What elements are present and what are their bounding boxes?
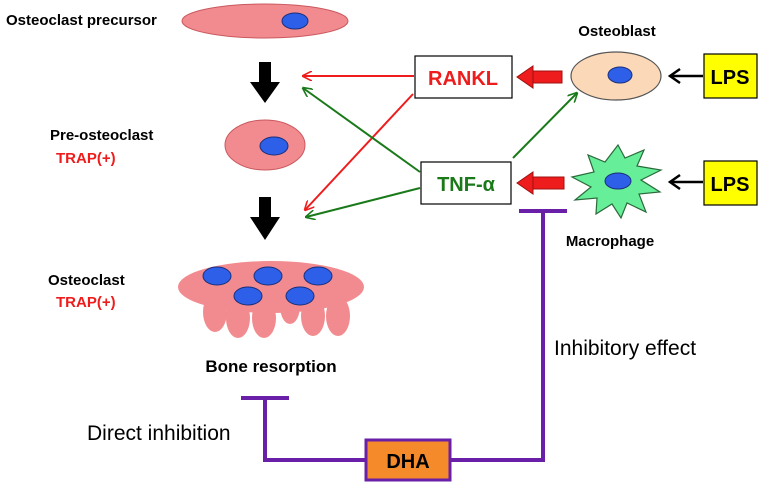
rankl-box: RANKL xyxy=(414,55,513,99)
osteoclast-cell xyxy=(178,261,364,338)
dha-label: DHA xyxy=(386,451,429,473)
tnf-alpha-arrows xyxy=(303,88,577,217)
lps-to-macrophage-arrow xyxy=(667,173,703,191)
lps-to-osteoblast-arrow xyxy=(667,67,703,85)
rankl-label: RANKL xyxy=(428,68,498,90)
macrophage-to-tnf-arrow xyxy=(516,171,565,195)
lps-top-label: LPS xyxy=(711,67,750,89)
direct-inhibition-label: Direct inhibition xyxy=(87,422,231,445)
osteoblast-label: Osteoblast xyxy=(578,23,656,40)
osteoblast-cell xyxy=(570,51,662,101)
label-pre-osteoclast: Pre-osteoclast xyxy=(50,127,153,144)
dha-box: DHA xyxy=(364,438,452,482)
bone-resorption-label: Bone resorption xyxy=(205,357,336,376)
lps-bottom-label: LPS xyxy=(711,174,750,196)
differentiation-arrow-1 xyxy=(250,62,280,103)
lps-bottom-box: LPS xyxy=(703,160,758,206)
osteoblast-to-rankl-arrow xyxy=(516,65,563,89)
inhibition-lines xyxy=(241,209,567,462)
pre-osteoclast-cell xyxy=(224,119,306,171)
osteoclast-precursor-cell xyxy=(181,3,349,39)
macrophage-label: Macrophage xyxy=(566,233,654,250)
inhibitory-effect-label: Inhibitory effect xyxy=(554,337,696,360)
lps-top-box: LPS xyxy=(703,53,758,99)
differentiation-arrow-2 xyxy=(250,197,280,240)
rankl-arrows xyxy=(303,76,414,210)
macrophage-cell xyxy=(570,143,663,220)
tnf-alpha-label: TNF-α xyxy=(437,174,496,196)
label-osteoclast-precursor: Osteoclast precursor xyxy=(6,12,157,29)
label-pre-osteoclast-trap: TRAP(+) xyxy=(56,150,116,167)
label-osteoclast: Osteoclast xyxy=(48,272,125,289)
tnf-alpha-box: TNF-α xyxy=(420,161,512,205)
label-osteoclast-trap: TRAP(+) xyxy=(56,294,116,311)
